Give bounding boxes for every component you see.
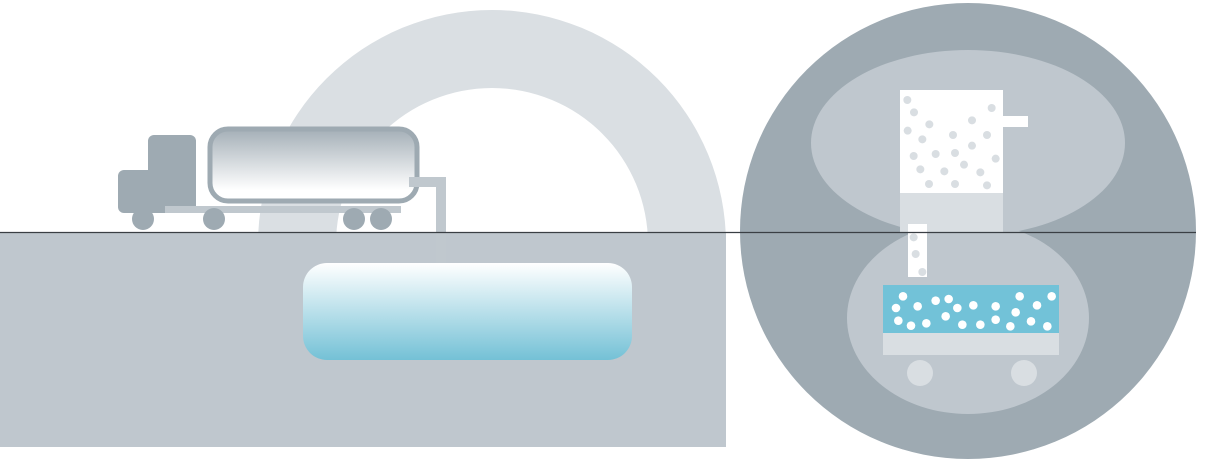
tanker-truck (118, 126, 420, 230)
particle (969, 301, 978, 310)
arch (258, 10, 726, 244)
particle (940, 167, 949, 176)
particle (941, 312, 950, 321)
particle (951, 149, 959, 157)
particle (911, 250, 920, 258)
particle (1006, 322, 1015, 331)
particle (951, 180, 959, 188)
particle (925, 120, 934, 129)
particle (1047, 292, 1056, 301)
particle (976, 320, 985, 329)
particle (922, 319, 931, 328)
particle (910, 108, 918, 117)
particle (898, 292, 908, 301)
cart-base (883, 333, 1059, 355)
wheel-icon (343, 208, 365, 230)
particle (991, 154, 1000, 163)
particle (925, 180, 933, 188)
particles (891, 96, 1056, 331)
particle (976, 168, 985, 177)
particle (931, 296, 940, 305)
particle (891, 303, 901, 313)
particle (916, 165, 925, 174)
particle (953, 303, 962, 313)
particle (968, 116, 976, 125)
wheel-icon (203, 208, 225, 230)
particle (931, 150, 940, 158)
particle (1043, 322, 1052, 331)
particle (909, 233, 918, 242)
truck-tank (207, 126, 420, 204)
outlet (1003, 116, 1028, 127)
particle (1032, 301, 1042, 310)
particle (960, 160, 968, 169)
particle (906, 321, 916, 330)
particle (894, 316, 903, 325)
pipe (409, 177, 446, 265)
particle (909, 152, 918, 160)
particle (949, 131, 957, 139)
particle (987, 104, 996, 112)
particle (983, 181, 991, 190)
particle (944, 294, 953, 304)
particle (903, 96, 912, 104)
particle (1026, 317, 1036, 326)
particle (958, 320, 967, 329)
wheel-icon (1011, 360, 1037, 386)
wheel-icon (370, 208, 392, 230)
particle (913, 302, 922, 311)
particle (1011, 308, 1020, 317)
wheel-icon (907, 360, 933, 386)
particle (918, 268, 927, 276)
particle (1015, 292, 1024, 301)
particle (968, 141, 976, 150)
underground-tank (303, 263, 632, 360)
particle (903, 126, 912, 135)
detail-circle (740, 3, 1196, 459)
particle (991, 315, 1000, 324)
wheel-icon (132, 208, 154, 230)
particle (983, 131, 991, 139)
particle (918, 135, 927, 144)
filter-box (900, 90, 1003, 194)
particle (991, 302, 1000, 311)
